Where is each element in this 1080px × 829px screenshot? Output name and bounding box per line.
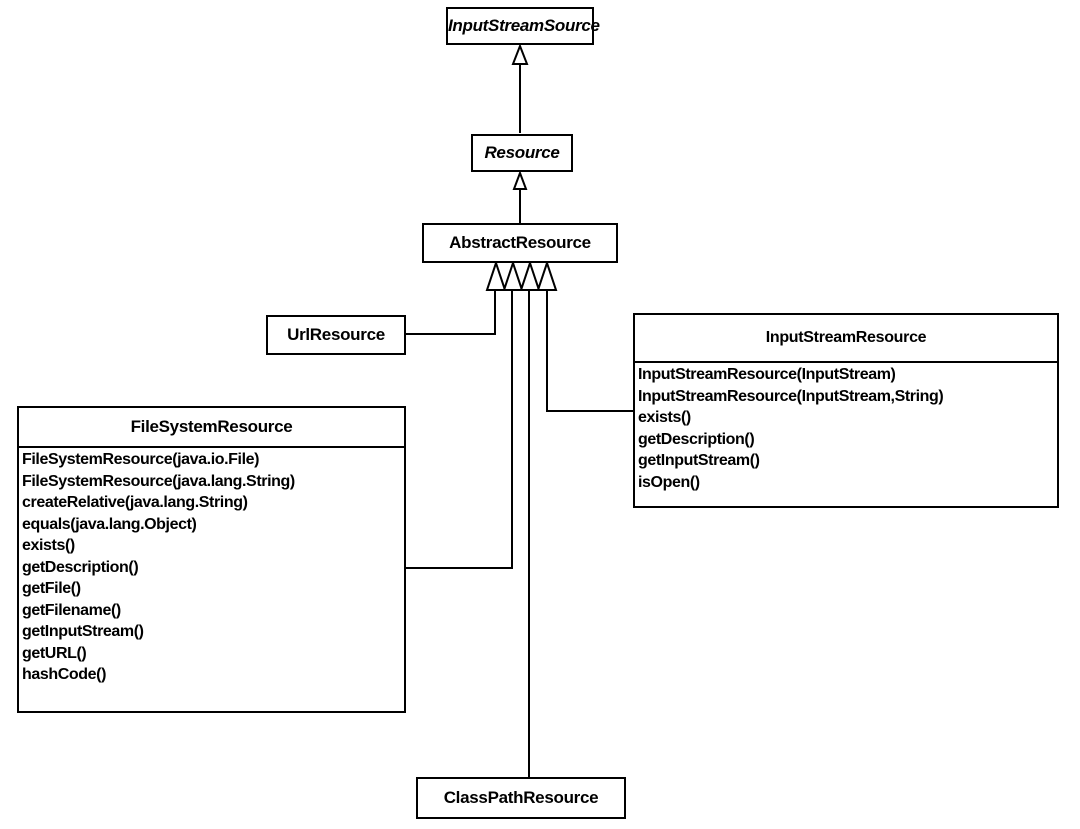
- method-item: InputStreamResource(InputStream,String): [638, 387, 944, 405]
- generalization-arrowhead-url: [485, 259, 507, 291]
- method-item: getDescription(): [638, 430, 755, 448]
- class-name: InputStreamSource: [448, 16, 600, 35]
- generalization-arrowhead-resource: [512, 170, 528, 190]
- class-name: Resource: [484, 143, 560, 162]
- method-item: hashCode(): [22, 666, 107, 683]
- class-file-system-resource[interactable]: FileSystemResource FileSystemResource(ja…: [17, 406, 406, 713]
- class-name: ClassPathResource: [443, 788, 599, 807]
- method-list: InputStreamResource(InputStream) InputSt…: [635, 363, 1057, 493]
- method-list: FileSystemResource(java.io.File) FileSys…: [19, 448, 404, 686]
- method-item: exists(): [638, 409, 691, 426]
- generalization-arrowhead-classpath: [519, 259, 541, 291]
- method-item: equals(java.lang.Object): [22, 515, 197, 533]
- method-item: getInputStream(): [638, 452, 760, 469]
- generalization-arrowhead-inputstream: [536, 259, 558, 291]
- class-url-resource[interactable]: UrlResource: [266, 315, 406, 355]
- generalization-arrowhead-input-stream-source: [511, 43, 529, 65]
- class-name: AbstractResource: [449, 233, 591, 252]
- method-item: FileSystemResource(java.lang.String): [22, 472, 295, 490]
- method-item: getDescription(): [22, 558, 139, 576]
- method-item: isOpen(): [638, 473, 700, 491]
- class-class-path-resource[interactable]: ClassPathResource: [416, 777, 626, 819]
- method-item: InputStreamResource(InputStream): [638, 366, 896, 383]
- method-item: createRelative(java.lang.String): [22, 494, 248, 511]
- method-item: getInputStream(): [22, 623, 144, 640]
- class-name: FileSystemResource: [19, 408, 404, 448]
- generalization-arrowhead-filesystem: [502, 259, 524, 291]
- method-item: getFilename(): [22, 601, 121, 619]
- file-system-resource-connector: [406, 290, 513, 569]
- class-name: InputStreamResource: [635, 315, 1057, 363]
- class-input-stream-resource[interactable]: InputStreamResource InputStreamResource(…: [633, 313, 1059, 508]
- class-name: UrlResource: [287, 325, 385, 344]
- method-item: FileSystemResource(java.io.File): [22, 451, 260, 468]
- class-abstract-resource[interactable]: AbstractResource: [422, 223, 618, 263]
- method-item: getFile(): [22, 580, 81, 597]
- method-item: getURL(): [22, 644, 87, 662]
- input-stream-resource-connector: [546, 290, 633, 412]
- class-resource[interactable]: Resource: [471, 134, 573, 172]
- url-resource-connector: [406, 290, 496, 335]
- method-item: exists(): [22, 537, 75, 554]
- class-input-stream-source[interactable]: InputStreamSource: [446, 7, 600, 45]
